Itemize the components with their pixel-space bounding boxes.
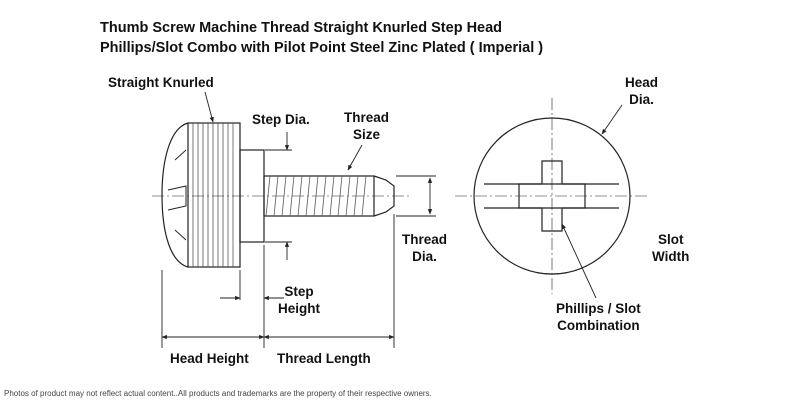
- side-dimensions: [161, 91, 436, 348]
- label-thread-length: Thread Length: [277, 351, 371, 366]
- label-head-dia: Head Dia.: [625, 75, 659, 107]
- knurl-lines: [192, 123, 234, 267]
- head-slot: [167, 185, 187, 211]
- label-slot-width: Slot Width: [652, 232, 690, 264]
- side-view: [152, 122, 410, 268]
- label-head-height: Head Height: [170, 351, 249, 366]
- label-step-dia: Step Dia.: [252, 112, 310, 127]
- label-straight-knurled: Straight Knurled: [108, 75, 214, 90]
- title-line-2: Phillips/Slot Combo with Pilot Point Ste…: [100, 40, 544, 56]
- label-step-height: Step Height: [278, 284, 320, 316]
- head-dome: [161, 122, 189, 268]
- title-line-1: Thumb Screw Machine Thread Straight Knur…: [100, 20, 503, 36]
- label-phillips-slot: Phillips / Slot Combination: [556, 301, 641, 333]
- label-thread-size: Thread Size: [344, 110, 390, 142]
- disclaimer-text: Photos of product may not reflect actual…: [4, 389, 432, 398]
- end-view: [455, 98, 650, 299]
- label-thread-dia: Thread Dia.: [402, 232, 448, 264]
- phillips-cross: [518, 160, 586, 232]
- knurled-head: [187, 122, 241, 268]
